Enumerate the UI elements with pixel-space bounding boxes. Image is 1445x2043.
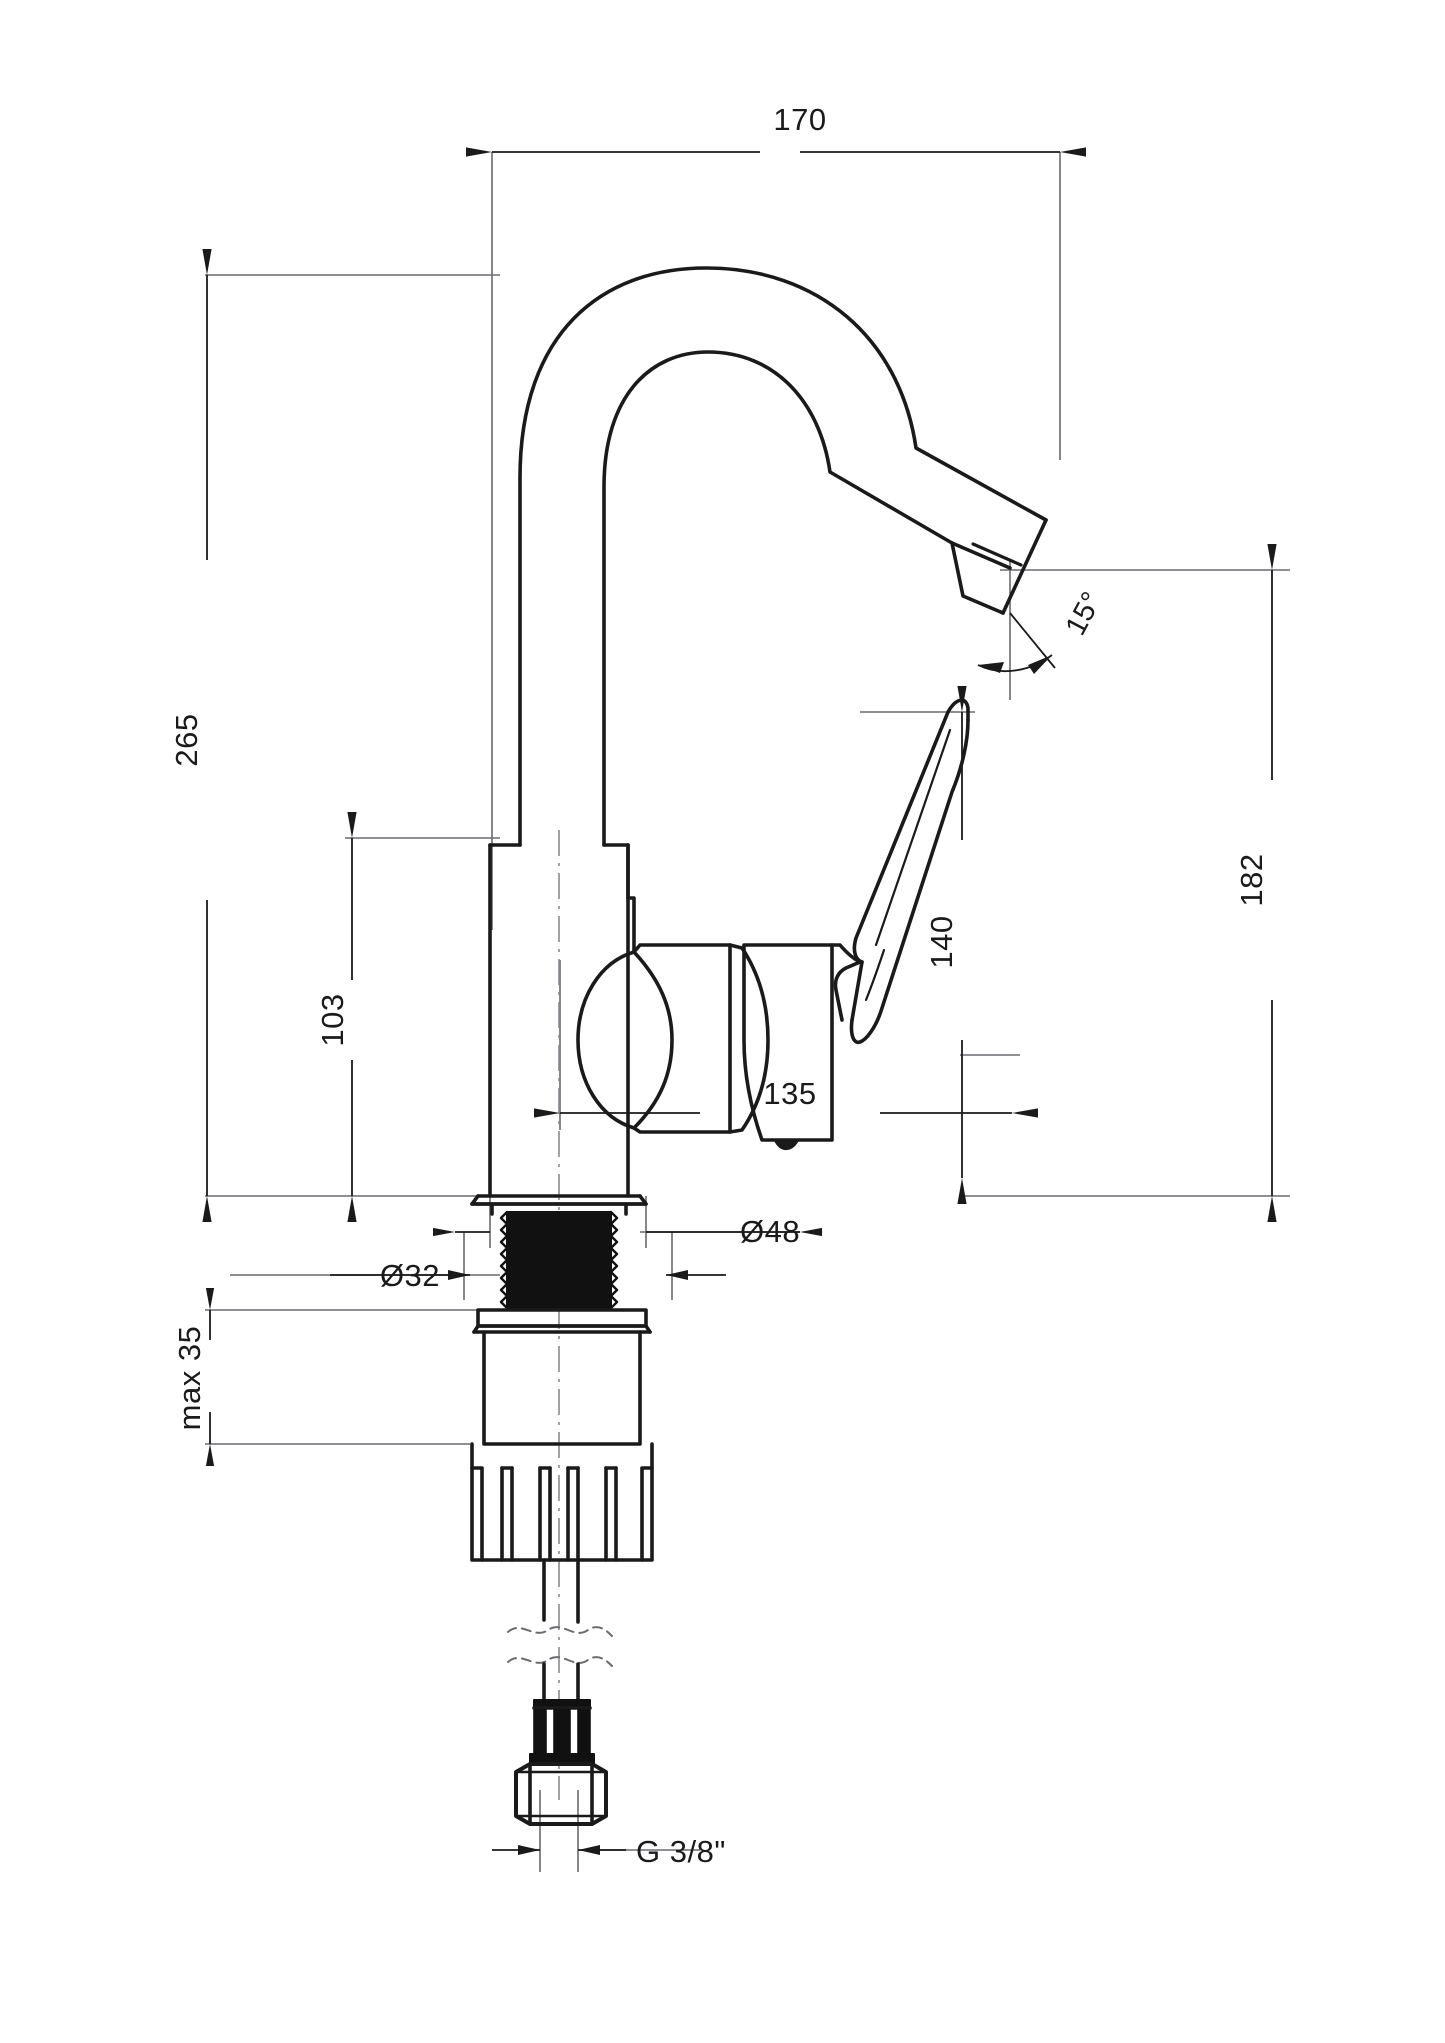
extension-lines bbox=[205, 152, 1290, 1872]
dim-label-shank-diameter: Ø32 bbox=[380, 1258, 440, 1293]
dim-label-overall-height: 265 bbox=[169, 713, 204, 766]
dim-label-base-diameter: Ø48 bbox=[740, 1214, 800, 1249]
dim-label-handle-height: 140 bbox=[924, 915, 959, 968]
dim-label-overall-width: 170 bbox=[773, 102, 826, 137]
dim-label-supply-thread: G 3/8" bbox=[636, 1834, 726, 1869]
dim-label-spout-height: 182 bbox=[1234, 853, 1269, 906]
dim-label-body-height: 103 bbox=[315, 993, 350, 1046]
faucet-body-outline bbox=[470, 266, 1048, 1826]
dim-label-aerator-angle: 15° bbox=[1060, 587, 1109, 641]
dim-label-mounting-thickness: max 35 bbox=[172, 1326, 207, 1431]
dimension-lines bbox=[202, 147, 1277, 1855]
dim-label-handle-reach: 135 bbox=[763, 1076, 816, 1111]
dimension-labels: 170 265 103 182 140 135 max 35 Ø32 Ø48 1… bbox=[169, 102, 1269, 1869]
